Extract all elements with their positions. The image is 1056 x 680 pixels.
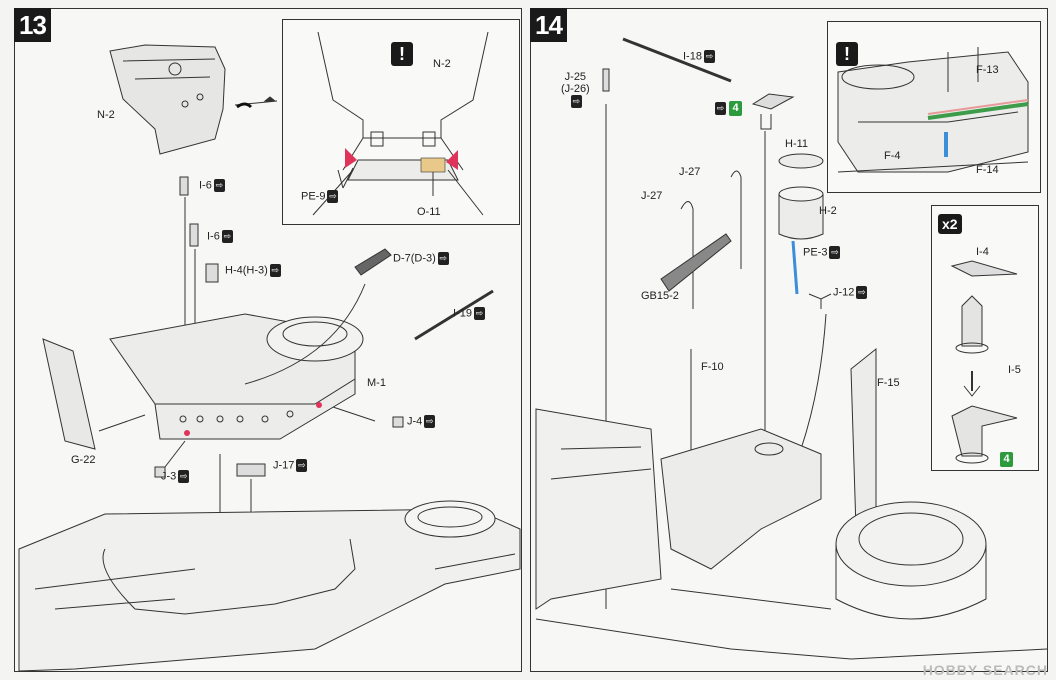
label-m1: M-1 [367, 377, 386, 389]
inset-drawing [312, 31, 489, 216]
label-i4: I-4 [976, 246, 989, 258]
label-i5: I-5 [1008, 364, 1021, 376]
detail-inset-top: ! F-13 F-4 F-14 [827, 21, 1041, 193]
arrow-badge-icon: ⇨ [856, 286, 868, 299]
label-j27-b: J-27 [679, 166, 701, 178]
label-j17: J-17⇨ [273, 459, 308, 472]
watermark: HOBBY SEARCH [922, 662, 1048, 678]
label-n2-inset: N-2 [433, 58, 451, 70]
detail-inset: ! N-2 PE-9⇨ O-11 [282, 19, 520, 225]
green-step-badge: 4 [1000, 452, 1013, 467]
label-gb15: GB15-2 [641, 290, 679, 302]
label-f10: F-10 [701, 361, 724, 373]
arrow-badge-icon: ⇨ [715, 102, 726, 115]
label-f13: F-13 [976, 64, 999, 76]
step-number: 13 [14, 8, 51, 42]
step-13-drawing [18, 44, 521, 672]
label-f14: F-14 [976, 164, 999, 176]
label-j25: J-25 (J-26) ⇨ [561, 71, 590, 108]
label-i6-b: I-6⇨ [207, 230, 233, 243]
warning-icon: ! [391, 42, 413, 66]
arrow-badge-icon: ⇨ [269, 264, 281, 277]
step-13-panel: 13 [14, 8, 522, 672]
badge-green-step: ⇨ 4 [713, 101, 743, 116]
sub-assembly-drawing [950, 260, 1018, 464]
label-i18: I-18⇨ [683, 50, 715, 63]
arrow-badge-icon: ⇨ [570, 95, 582, 108]
arrow-badge-icon: ⇨ [327, 190, 339, 203]
label-j27-a: J-27 [641, 190, 663, 202]
label-j12: J-12⇨ [833, 286, 868, 299]
label-j3: J-3⇨ [161, 470, 190, 483]
arrow-badge-icon: ⇨ [178, 470, 190, 483]
arrow-badge-icon: ⇨ [296, 459, 308, 472]
label-j4: J-4⇨ [407, 415, 436, 428]
label-f4: F-4 [884, 150, 901, 162]
arrow-badge-icon: ⇨ [703, 50, 715, 63]
label-h11: H-11 [785, 138, 809, 150]
inset-top-drawing [837, 47, 1029, 173]
arrow-badge-icon: ⇨ [424, 415, 436, 428]
label-h4: H-4(H-3)⇨ [225, 264, 281, 277]
multiplier-badge: x2 [938, 214, 962, 234]
arrow-badge-icon: ⇨ [221, 230, 233, 243]
step-number: 14 [530, 8, 567, 42]
label-f15: F-15 [877, 377, 900, 389]
label-i6-a: I-6⇨ [199, 179, 225, 192]
sub-assembly-inset: x2 I-4 I-5 4 [931, 205, 1039, 471]
arrow-badge-icon: ⇨ [213, 179, 225, 192]
label-o11: O-11 [417, 206, 441, 218]
label-n2: N-2 [97, 109, 115, 121]
label-i19: I-19⇨ [453, 307, 485, 320]
label-h2: H-2 [819, 205, 837, 217]
step-14-panel: 14 [530, 8, 1048, 672]
warning-icon: ! [836, 42, 858, 66]
step-14-drawing [535, 37, 1048, 660]
arrow-badge-icon: ⇨ [829, 246, 841, 259]
label-pe9: PE-9⇨ [301, 190, 339, 203]
label-d7: D-7(D-3)⇨ [393, 252, 449, 265]
arrow-badge-icon: ⇨ [473, 307, 485, 320]
arrow-badge-icon: ⇨ [437, 252, 449, 265]
label-pe3: PE-3⇨ [803, 246, 841, 259]
label-g22: G-22 [71, 454, 96, 466]
